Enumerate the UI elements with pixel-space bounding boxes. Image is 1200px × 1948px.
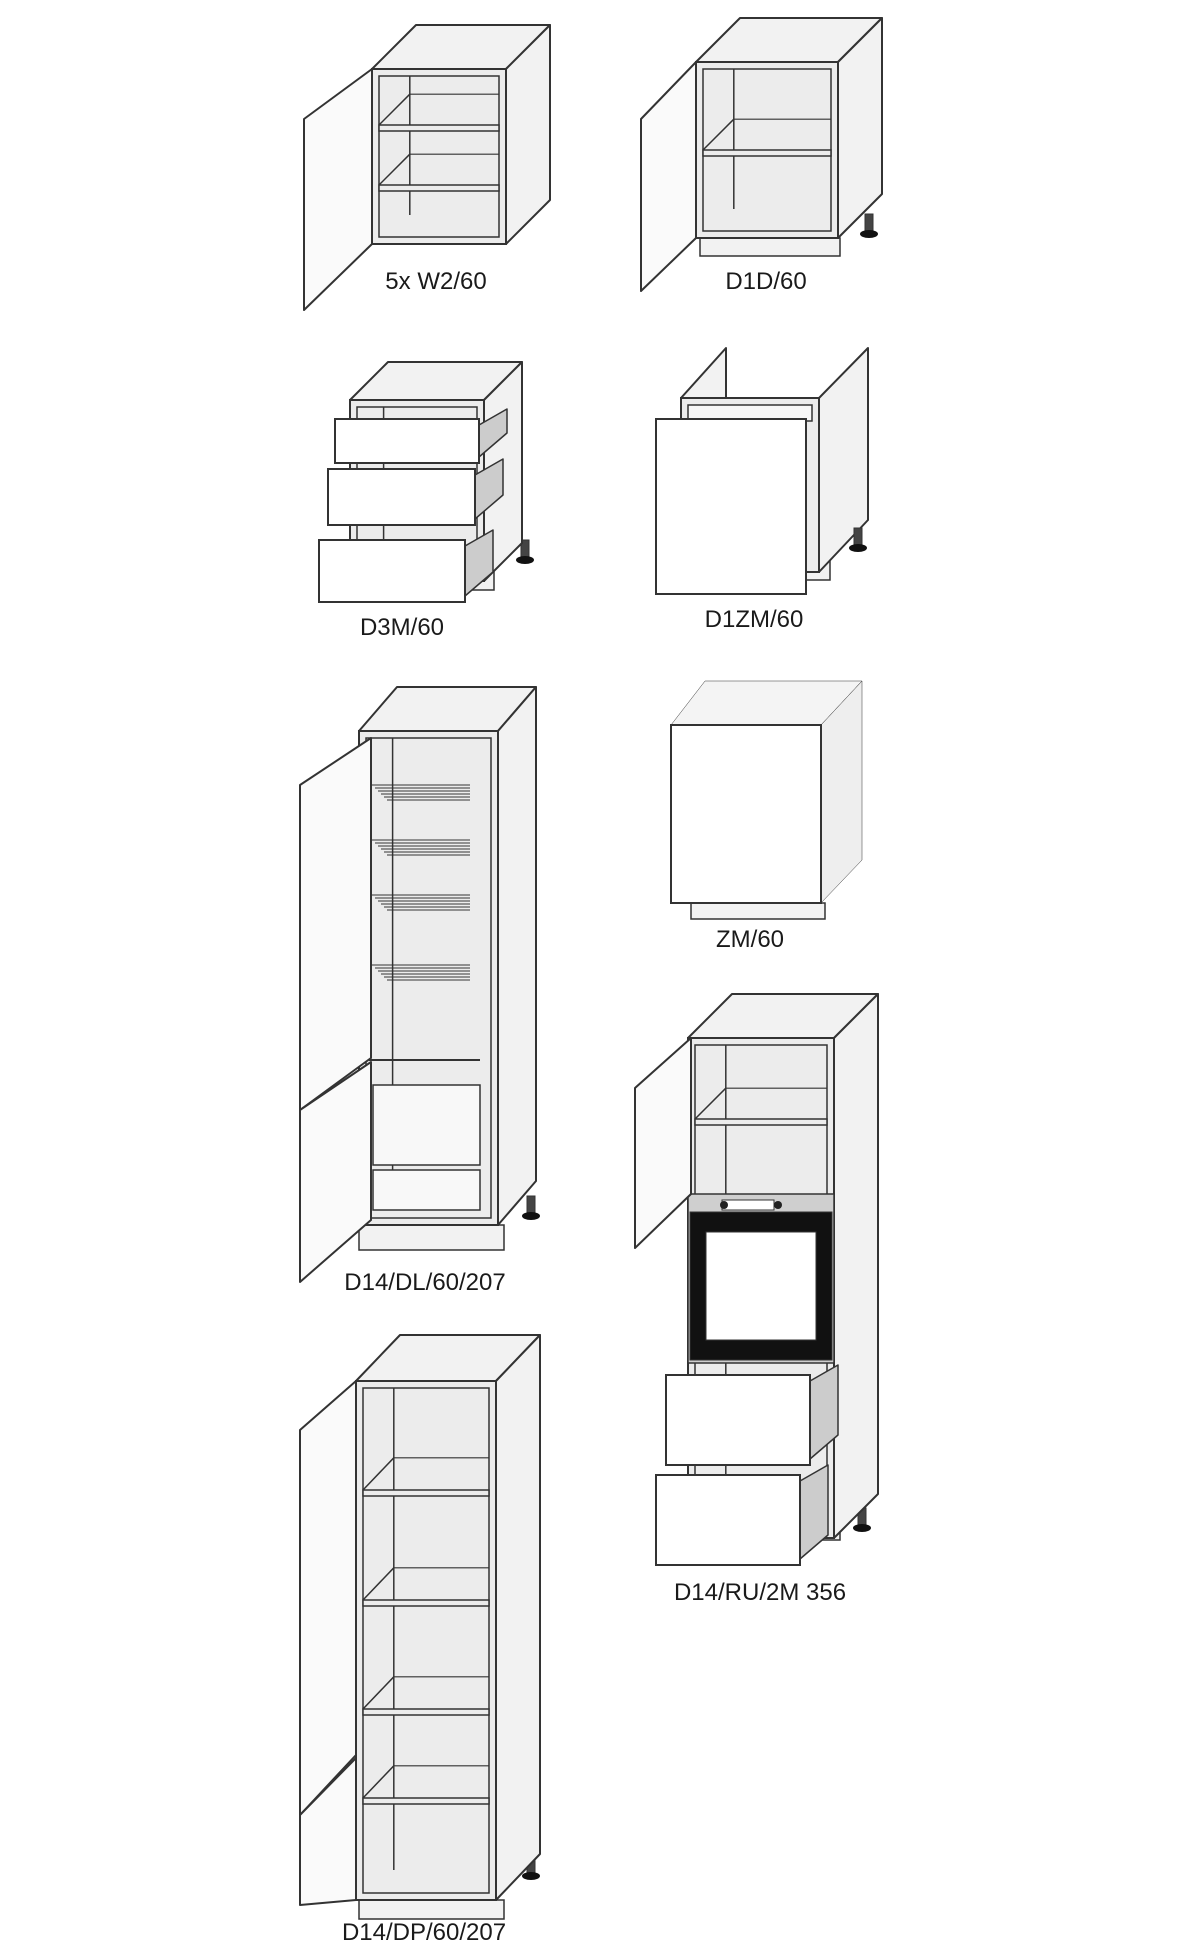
cabinet-d1d-60 [640, 17, 883, 292]
cabinet-shelf [362, 1489, 490, 1497]
oven-knob [774, 1201, 782, 1209]
cabinet-side-panel [495, 1334, 541, 1901]
cabinet-door-open [634, 1037, 692, 1249]
cabinet-shelf-depth [702, 118, 735, 151]
cabinet-label-d14-ru-2m-356: D14/RU/2M 356 [673, 1579, 847, 1606]
cabinet-door-front [670, 724, 822, 904]
cabinet-door-open [299, 737, 372, 1111]
cabinet-door-open [299, 1757, 357, 1906]
cabinet-shelf [378, 124, 500, 132]
cabinet-plinth [690, 902, 826, 920]
cabinet-shelf-depth [362, 1765, 395, 1799]
oven-knob [720, 1201, 728, 1209]
cabinet-label-d3m-60: D3M/60 [359, 614, 445, 641]
cabinet-d3m-60 [318, 361, 534, 603]
cabinet-shelf [362, 1797, 490, 1805]
cabinet-leg-foot [522, 1212, 540, 1220]
cabinet-leg-foot [860, 230, 878, 238]
cabinet-label-d1zm-60: D1ZM/60 [704, 606, 804, 633]
cabinet-label-d14-dl-60-207: D14/DL/60/207 [344, 1269, 506, 1296]
cabinet-plinth [358, 1224, 505, 1251]
cabinet-shelf-depth [362, 1457, 395, 1491]
cabinet-leg [853, 527, 863, 547]
cabinet-shelf-depth [362, 1676, 395, 1710]
cabinet-w2-60 [303, 24, 551, 311]
cabinet-interior [378, 75, 500, 238]
cabinet-door-open [299, 1061, 372, 1283]
cabinet-shelf-depth [362, 1567, 395, 1601]
cabinet-interior [362, 1387, 490, 1894]
cabinet-plinth [358, 1899, 505, 1920]
cabinet-label-zm-60: ZM/60 [715, 926, 785, 953]
cabinet-d14-dl-60-207 [299, 686, 540, 1283]
cabinet-side-panel-back [680, 347, 727, 399]
cabinet-leg-foot [853, 1524, 871, 1532]
cabinet-shelf-depth [378, 153, 411, 186]
fridge-crisper-drawer [372, 1169, 481, 1211]
cabinet-d1zm-60 [655, 347, 869, 595]
cabinet-shelf [362, 1599, 490, 1607]
cabinet-zm-60 [670, 680, 863, 920]
cabinet-leg-foot [516, 556, 534, 564]
cabinet-shelf [362, 1708, 490, 1716]
cabinet-side-panel [497, 686, 537, 1226]
cabinet-label-w2-60: 5x W2/60 [385, 268, 487, 295]
cabinet-door-open [299, 1380, 357, 1816]
cabinet-door-open [640, 61, 697, 292]
cabinet-shelf [378, 184, 500, 192]
cabinet-shelf-depth [694, 1087, 727, 1120]
cabinet-shelf-depth [378, 93, 411, 126]
fridge-crisper-drawer [372, 1084, 481, 1166]
cabinet-leg [864, 213, 874, 233]
drawer-front [327, 468, 476, 526]
drawer-front [318, 539, 466, 603]
cabinet-side-panel [833, 993, 879, 1539]
cabinet-leg-foot [849, 544, 867, 552]
cabinet-d14-ru-2m-356 [634, 993, 879, 1566]
drawer-front [655, 1474, 801, 1566]
cabinet-plinth [699, 237, 841, 257]
cabinet-label-d14-dp-60-207: D14/DP/60/207 [341, 1919, 507, 1946]
oven-window [705, 1231, 817, 1341]
cabinet-shelf [702, 149, 832, 157]
cabinet-door-open [303, 68, 373, 311]
oven-control-panel [721, 1199, 775, 1211]
cabinet-label-d1d-60: D1D/60 [725, 268, 807, 295]
drawer-side [799, 1464, 829, 1560]
drawer-front [665, 1374, 811, 1466]
cabinet-leg [526, 1195, 536, 1215]
cabinet-door-front [655, 418, 807, 595]
cabinet-shelf [694, 1118, 828, 1126]
cabinet-d14-dp-60-207 [299, 1334, 541, 1920]
drawer-front [334, 418, 480, 464]
cabinet-leg-foot [522, 1872, 540, 1880]
